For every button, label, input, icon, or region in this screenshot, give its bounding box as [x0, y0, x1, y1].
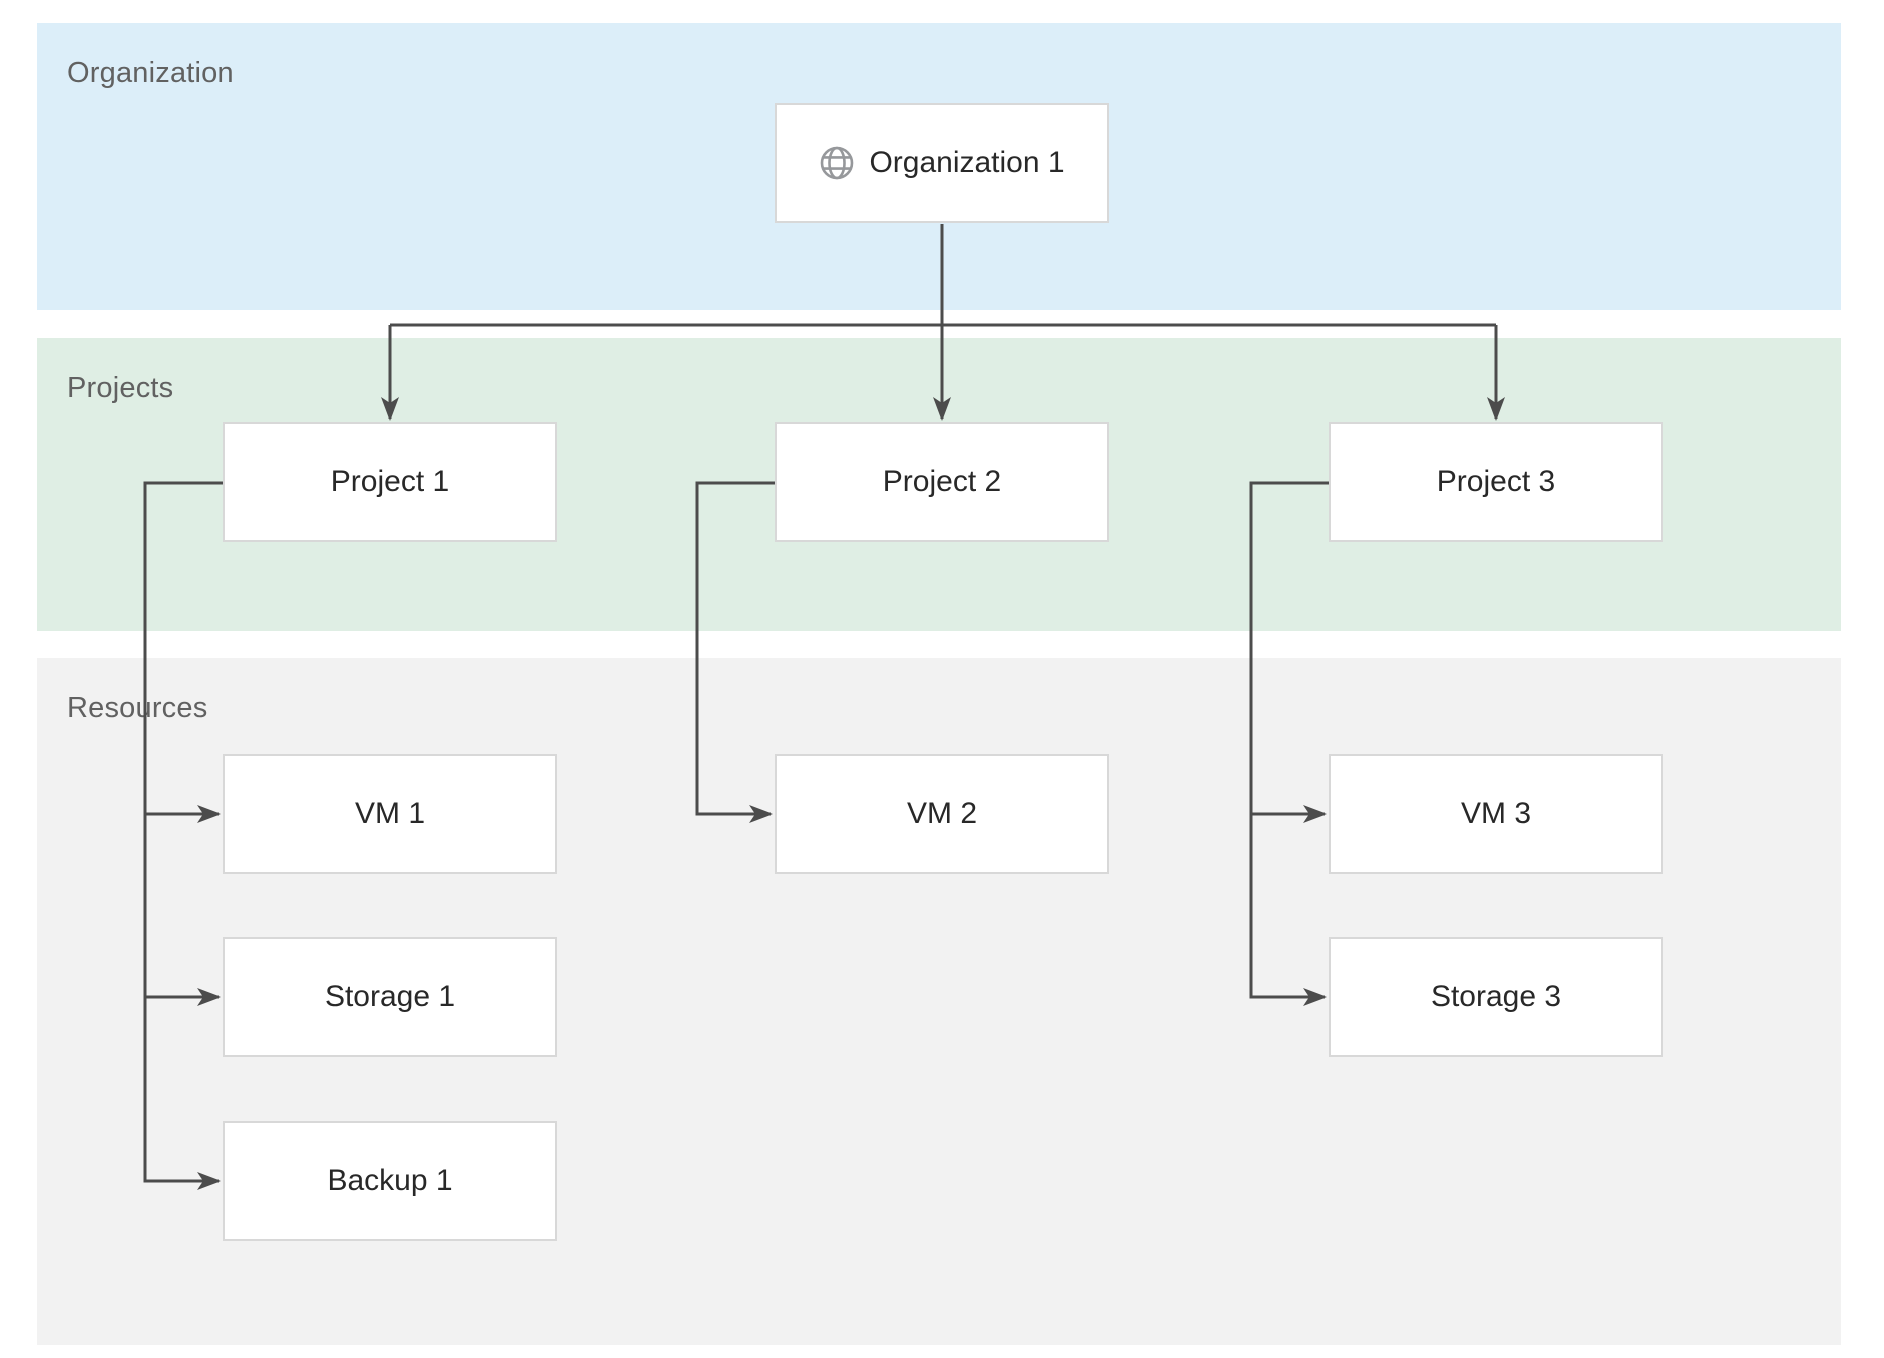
node-project-3: Project 3	[1329, 422, 1663, 542]
band-organization-label: Organization	[67, 57, 234, 89]
node-vm-1: VM 1	[223, 754, 557, 874]
node-project-1: Project 1	[223, 422, 557, 542]
node-vm-3-label: VM 3	[1460, 797, 1532, 830]
globe-icon	[821, 146, 854, 180]
node-storage-1: Storage 1	[223, 937, 557, 1057]
node-storage-3: Storage 3	[1329, 937, 1663, 1057]
band-resources-label: Resources	[67, 692, 208, 724]
node-vm-3: VM 3	[1329, 754, 1663, 874]
node-vm-1-label: VM 1	[354, 797, 426, 830]
node-backup-1: Backup 1	[223, 1121, 557, 1241]
band-projects-label: Projects	[67, 372, 174, 404]
node-storage-1-label: Storage 1	[324, 980, 456, 1013]
node-project-3-label: Project 3	[1436, 465, 1556, 498]
node-project-2: Project 2	[775, 422, 1109, 542]
node-project-1-label: Project 1	[330, 465, 450, 498]
node-organization-1-label: Organization 1	[869, 146, 1065, 179]
node-backup-1-label: Backup 1	[327, 1164, 453, 1197]
node-vm-2-label: VM 2	[906, 797, 978, 830]
node-project-2-label: Project 2	[882, 465, 1002, 498]
node-storage-3-label: Storage 3	[1430, 980, 1562, 1013]
node-vm-2: VM 2	[775, 754, 1109, 874]
node-organization-1: Organization 1	[775, 103, 1109, 223]
